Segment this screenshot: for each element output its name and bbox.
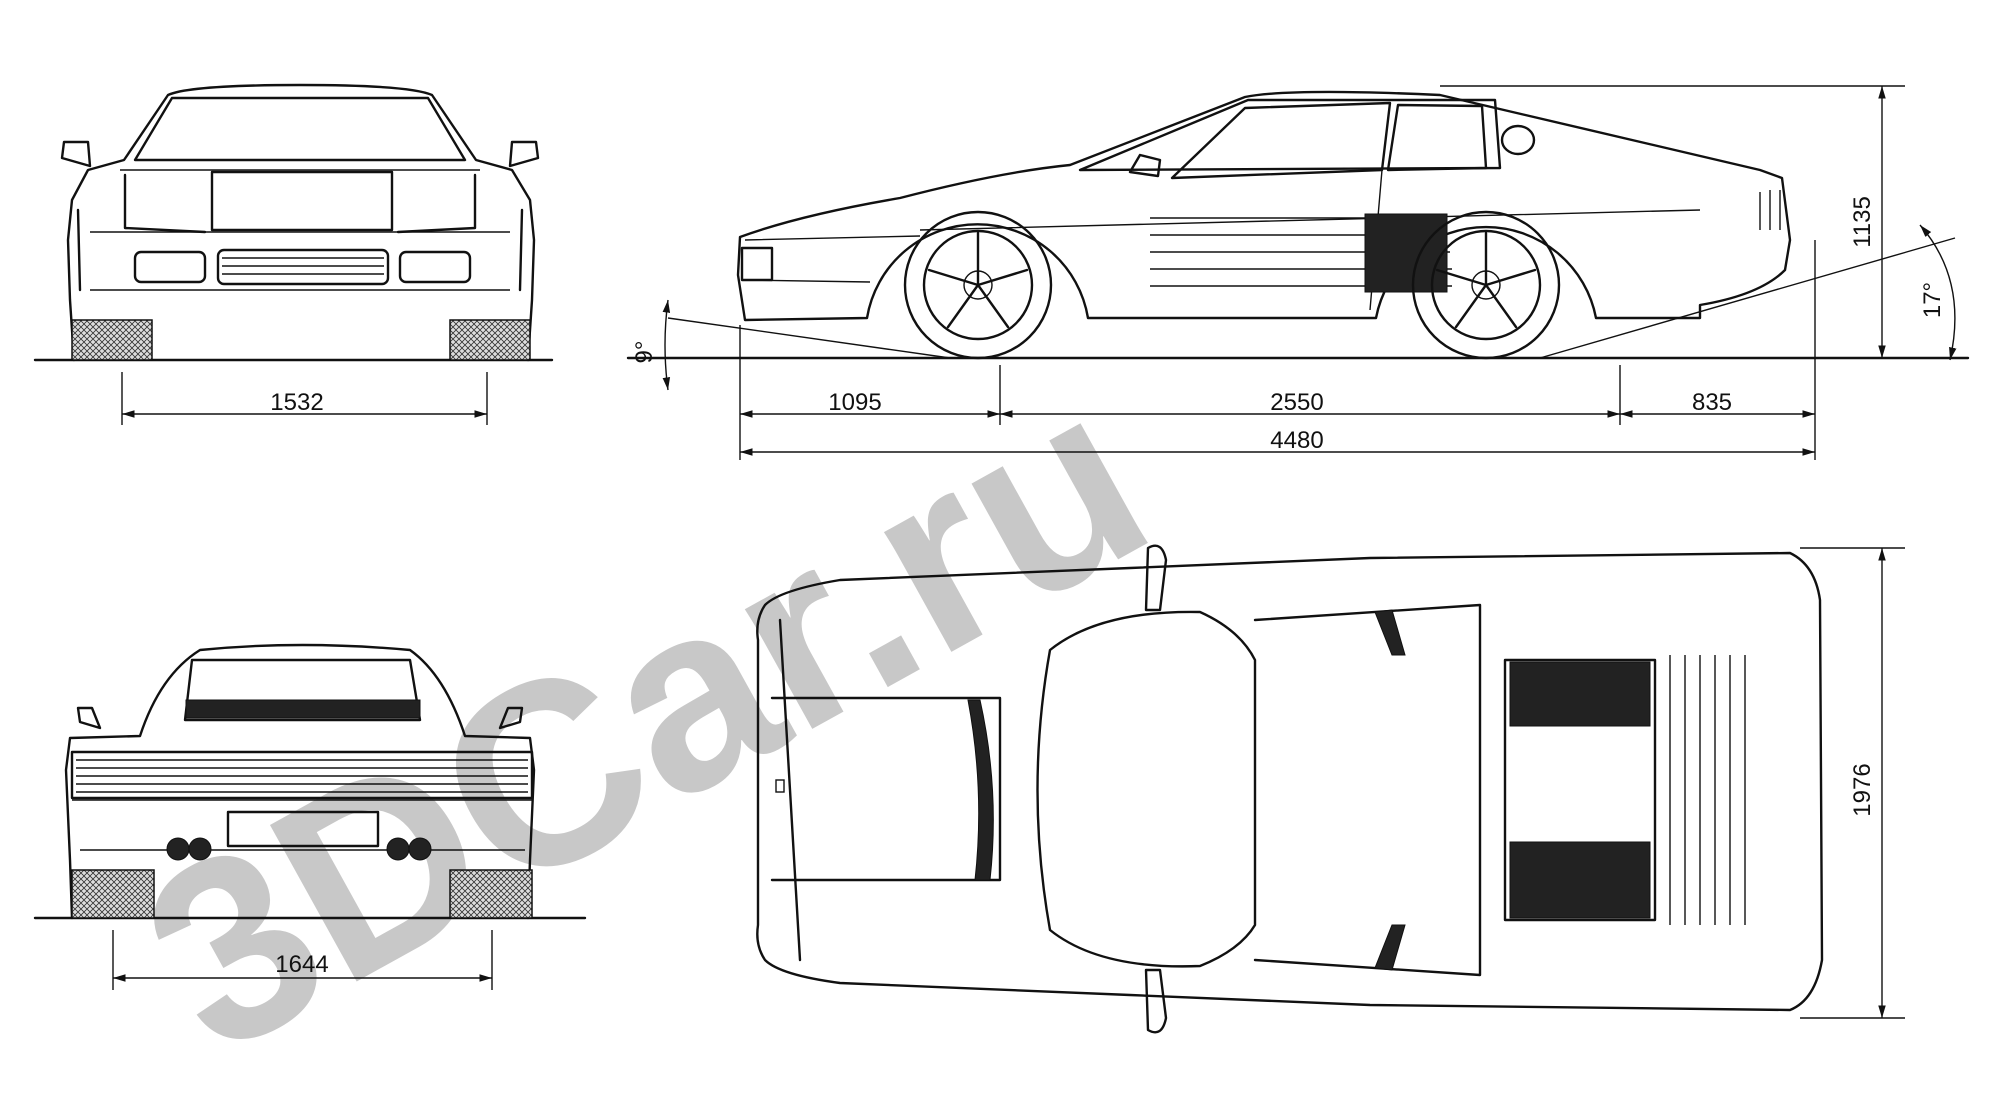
front-right-tyre xyxy=(449,319,531,361)
rear-body-outline xyxy=(64,643,536,920)
front-left-tyre xyxy=(71,319,153,361)
rear-right-tyre xyxy=(449,869,533,919)
departure-angle-line xyxy=(1539,237,1956,359)
front-left-foglamp xyxy=(133,250,207,284)
side-mirror xyxy=(1128,153,1162,178)
side-view: 9° 17° 1095 2550 835 4480 1135 xyxy=(626,85,1970,460)
front-side-vents xyxy=(76,208,524,292)
rear-light-slats xyxy=(76,759,528,793)
top-nose-line xyxy=(778,618,802,962)
approach-angle-line xyxy=(667,317,951,359)
approach-angle: 9° xyxy=(631,341,658,364)
rear-track-dimension: 1644 xyxy=(275,951,328,978)
top-right-mirror xyxy=(1144,968,1168,1034)
rear-mirrors xyxy=(76,706,524,730)
side-rear-vent xyxy=(1759,190,1781,230)
top-width-dimension: 1976 xyxy=(1849,763,1876,816)
top-hood-vent xyxy=(967,699,994,881)
top-front-hood xyxy=(770,696,1002,882)
side-strakes xyxy=(1150,217,1452,287)
rear-left-tyre xyxy=(71,869,155,919)
top-engine-vent-rear xyxy=(1509,841,1651,919)
front-right-foglamp xyxy=(398,250,472,284)
rear-plate xyxy=(226,810,380,848)
departure-angle: 17° xyxy=(1919,282,1946,318)
rear-exhausts xyxy=(166,837,432,861)
top-rear-deck xyxy=(1253,603,1482,977)
rear-light-bar xyxy=(70,750,534,800)
front-body-outline xyxy=(66,83,536,362)
top-window-pillars xyxy=(1374,609,1406,971)
front-grille-slats xyxy=(222,257,384,275)
side-greenhouse xyxy=(1078,98,1502,172)
front-overhang-dimension: 1095 xyxy=(828,389,881,416)
top-badge xyxy=(775,779,785,793)
side-front-lamp xyxy=(740,246,774,282)
rear-view: 1644 xyxy=(33,643,587,990)
front-bumper-lines xyxy=(90,231,510,291)
front-lamps xyxy=(123,173,477,234)
front-right-mirror xyxy=(508,140,540,168)
side-quarter-window xyxy=(1386,103,1488,172)
side-intake xyxy=(1364,213,1448,293)
height-dimension: 1135 xyxy=(1849,196,1876,248)
side-rear-wheel xyxy=(1411,210,1561,360)
side-fuel-cap xyxy=(1500,124,1536,156)
rear-bumper-lines xyxy=(72,799,532,851)
front-plate xyxy=(210,170,394,232)
front-view: 1532 xyxy=(33,83,554,425)
top-cabin-roof xyxy=(1036,610,1257,968)
wheelbase-dimension: 2550 xyxy=(1270,389,1323,416)
rear-overhang-dimension: 835 xyxy=(1692,389,1732,416)
top-left-mirror xyxy=(1144,544,1168,612)
front-windshield xyxy=(133,96,467,162)
front-grille xyxy=(216,248,390,286)
side-door-window xyxy=(1170,101,1392,180)
top-view: 1976 xyxy=(756,544,1905,1034)
front-track-dimension: 1532 xyxy=(270,389,323,416)
front-left-mirror xyxy=(60,140,92,168)
side-front-wheel xyxy=(903,210,1053,360)
side-body-outline xyxy=(736,90,1792,322)
top-rear-louvres xyxy=(1669,655,1746,925)
top-engine-vent-front xyxy=(1509,661,1651,727)
rear-window-shade xyxy=(185,699,421,719)
top-engine-cover xyxy=(1503,658,1657,922)
overall-length-dimension: 4480 xyxy=(1270,427,1323,454)
top-body-outline xyxy=(756,551,1824,1012)
